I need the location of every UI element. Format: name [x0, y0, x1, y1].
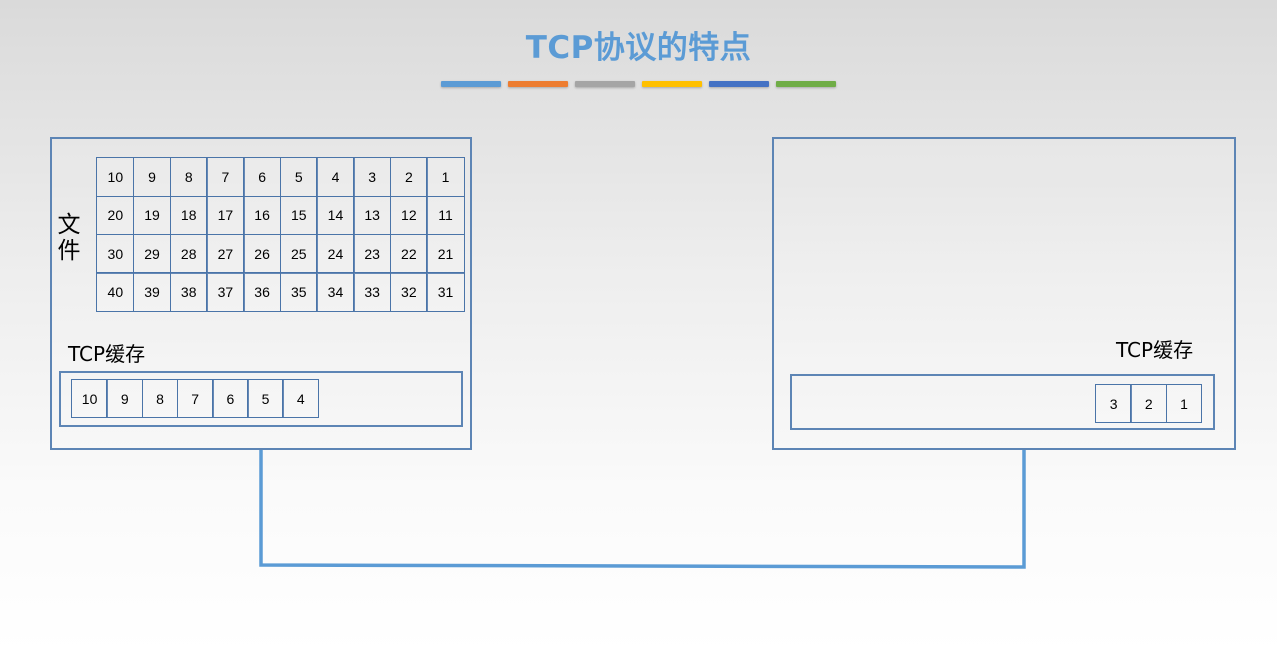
segment-cell: 11 — [426, 195, 465, 236]
segment-cell: 30 — [96, 233, 135, 274]
color-swatch — [709, 81, 769, 87]
color-swatch — [441, 81, 501, 87]
color-swatch — [776, 81, 836, 87]
segment-cell: 34 — [316, 272, 355, 312]
segment-cell: 6 — [243, 157, 282, 198]
segment-cell: 7 — [206, 157, 245, 198]
segment-cell: 32 — [389, 272, 428, 312]
segment-cell: 17 — [206, 195, 245, 236]
segment-cell: 36 — [243, 272, 282, 312]
segment-cell: 29 — [132, 233, 172, 274]
segment-cell: 7 — [176, 379, 214, 419]
segment-cell: 23 — [353, 233, 392, 274]
segment-cell: 13 — [353, 195, 392, 236]
segment-cell: 21 — [426, 233, 465, 274]
segment-cell: 8 — [169, 157, 208, 198]
segment-cell: 1 — [426, 157, 465, 198]
receiver-tcp-buffer — [790, 374, 1215, 430]
segment-cell: 25 — [279, 233, 318, 274]
segment-cell: 18 — [169, 195, 208, 236]
segment-cell: 4 — [316, 157, 355, 198]
segment-cell: 9 — [132, 157, 172, 198]
segment-cell: 1 — [1165, 384, 1203, 424]
receiver-buffer-label: TCP缓存 — [1116, 338, 1194, 362]
segment-cell: 37 — [206, 272, 245, 312]
segment-cell: 4 — [282, 379, 320, 419]
connection-wire — [259, 450, 1026, 569]
segment-cell: 19 — [132, 195, 172, 236]
segment-cell: 10 — [71, 379, 108, 419]
segment-cell: 2 — [1130, 384, 1168, 424]
segment-cell: 40 — [96, 272, 135, 312]
segment-cell: 31 — [426, 272, 465, 312]
segment-cell: 24 — [316, 233, 355, 274]
segment-cell: 38 — [169, 272, 208, 312]
segment-cell: 27 — [206, 233, 245, 274]
segment-cell: 2 — [389, 157, 428, 198]
receiver-host-box — [772, 137, 1236, 450]
segment-cell: 3 — [353, 157, 392, 198]
color-swatch — [575, 81, 635, 87]
segment-cell: 33 — [353, 272, 392, 312]
segment-cell: 9 — [106, 379, 144, 419]
sender-host-box — [50, 137, 472, 450]
segment-cell: 10 — [96, 157, 135, 198]
segment-cell: 28 — [169, 233, 208, 274]
segment-cell: 15 — [279, 195, 318, 236]
segment-cell: 5 — [247, 379, 284, 419]
segment-cell: 8 — [141, 379, 179, 419]
segment-cell: 16 — [243, 195, 282, 236]
segment-cell: 5 — [279, 157, 318, 198]
color-bar — [441, 81, 836, 87]
segment-cell: 26 — [243, 233, 282, 274]
segment-cell: 12 — [389, 195, 428, 236]
slide-title: TCP协议的特点 — [525, 30, 752, 66]
segment-cell: 6 — [212, 379, 249, 419]
segment-cell: 3 — [1095, 384, 1132, 424]
sender-buffer-label: TCP缓存 — [68, 342, 146, 366]
color-swatch — [508, 81, 568, 87]
sender-tcp-buffer — [59, 371, 463, 427]
segment-cell: 14 — [316, 195, 355, 236]
segment-cell: 35 — [279, 272, 318, 312]
file-label: 文件 — [57, 212, 81, 264]
segment-cell: 22 — [389, 233, 428, 274]
segment-cell: 20 — [96, 195, 135, 236]
color-swatch — [642, 81, 702, 87]
segment-cell: 39 — [132, 272, 172, 312]
